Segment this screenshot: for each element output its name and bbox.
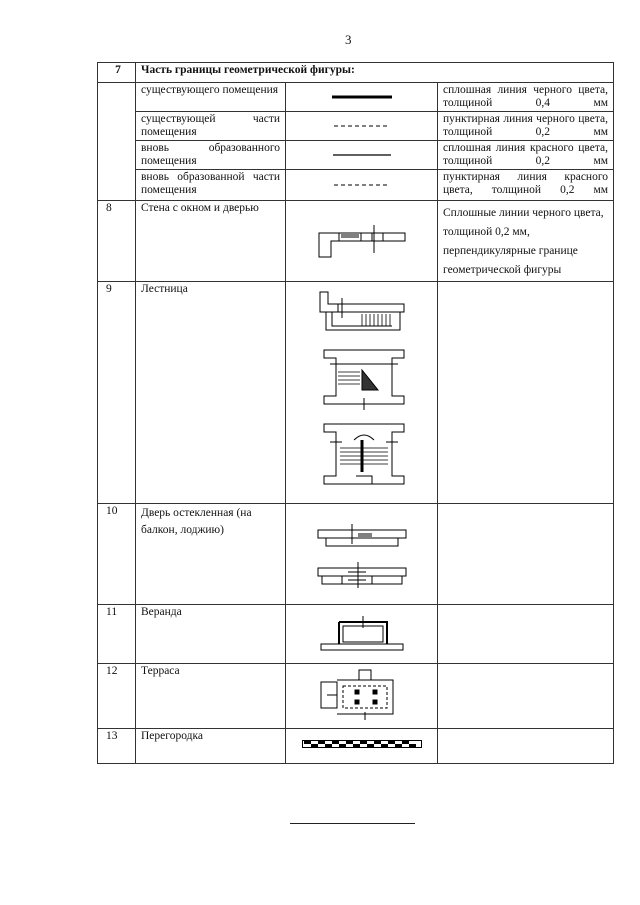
page-number: 3 bbox=[345, 32, 352, 47]
row-number: 10 bbox=[97, 503, 136, 605]
row-number: 13 bbox=[97, 728, 136, 764]
symbols-table: 7 Часть границы геометрической фигуры: с… bbox=[97, 62, 615, 764]
item-description: пунктирная линия красного цвета, толщино… bbox=[436, 169, 615, 201]
item-name: Терраса bbox=[135, 663, 286, 729]
row-number: 11 bbox=[97, 604, 136, 664]
staircase-symbols bbox=[285, 281, 438, 504]
table-row: 8 Стена с окном и дверью Сплошные линии … bbox=[97, 200, 615, 282]
item-description: сплошная линия красного цвета, толщиной … bbox=[436, 140, 615, 170]
terrace-symbol bbox=[285, 663, 438, 729]
table-row: 11 Веранда bbox=[97, 604, 615, 664]
dashed-red-line-symbol bbox=[285, 169, 438, 201]
item-name: Лестница bbox=[135, 281, 286, 504]
item-name: существующего помещения bbox=[135, 82, 286, 112]
item-name: Стена с окном и дверью bbox=[135, 200, 286, 282]
table-row: 10 Дверь остекленная (на балкон, лоджию) bbox=[97, 503, 615, 605]
row-title: Часть границы геометрической фигуры: bbox=[134, 62, 615, 83]
item-name: вновь образованного помещения bbox=[135, 140, 286, 170]
item-name: существующей части помещения bbox=[135, 111, 286, 141]
table-row: 7 Часть границы геометрической фигуры: bbox=[97, 62, 615, 83]
item-name: Перегородка bbox=[135, 728, 286, 764]
item-name: Дверь остекленная (на балкон, лоджию) bbox=[135, 503, 286, 605]
dashed-black-line-symbol bbox=[285, 111, 438, 141]
table-row: существующей части помещения пунктирная … bbox=[98, 111, 615, 141]
table-row: 12 Терраса bbox=[97, 663, 615, 729]
partition-symbol bbox=[285, 728, 438, 764]
item-description: Сплошные линии черного цвета, толщиной 0… bbox=[436, 200, 615, 282]
table-row: существующего помещения сплошная линия ч… bbox=[97, 82, 615, 201]
glazed-door-symbols bbox=[285, 503, 438, 605]
table-row: вновь образованной части помещения пункт… bbox=[98, 169, 615, 201]
veranda-symbol bbox=[285, 604, 438, 664]
solid-red-line-symbol bbox=[285, 140, 438, 170]
wall-window-door-symbol bbox=[285, 200, 438, 282]
footer-divider bbox=[290, 823, 415, 824]
row-number: 8 bbox=[97, 200, 136, 282]
item-description: пунктирная линия черного цвета, толщиной… bbox=[436, 111, 615, 141]
thick-solid-line-symbol bbox=[285, 82, 438, 112]
table-row: вновь образованного помещения сплошная л… bbox=[98, 140, 615, 170]
item-description: сплошная линия черного цвета, толщиной 0… bbox=[436, 82, 615, 112]
row-number: 7 bbox=[97, 62, 136, 83]
table-row: 13 Перегородка bbox=[97, 728, 615, 764]
table-row: 9 Лестница bbox=[97, 281, 615, 504]
item-name: вновь образованной части помещения bbox=[135, 169, 286, 201]
item-name: Веранда bbox=[135, 604, 286, 664]
row-number: 12 bbox=[97, 663, 136, 729]
row-number: 9 bbox=[97, 281, 136, 504]
